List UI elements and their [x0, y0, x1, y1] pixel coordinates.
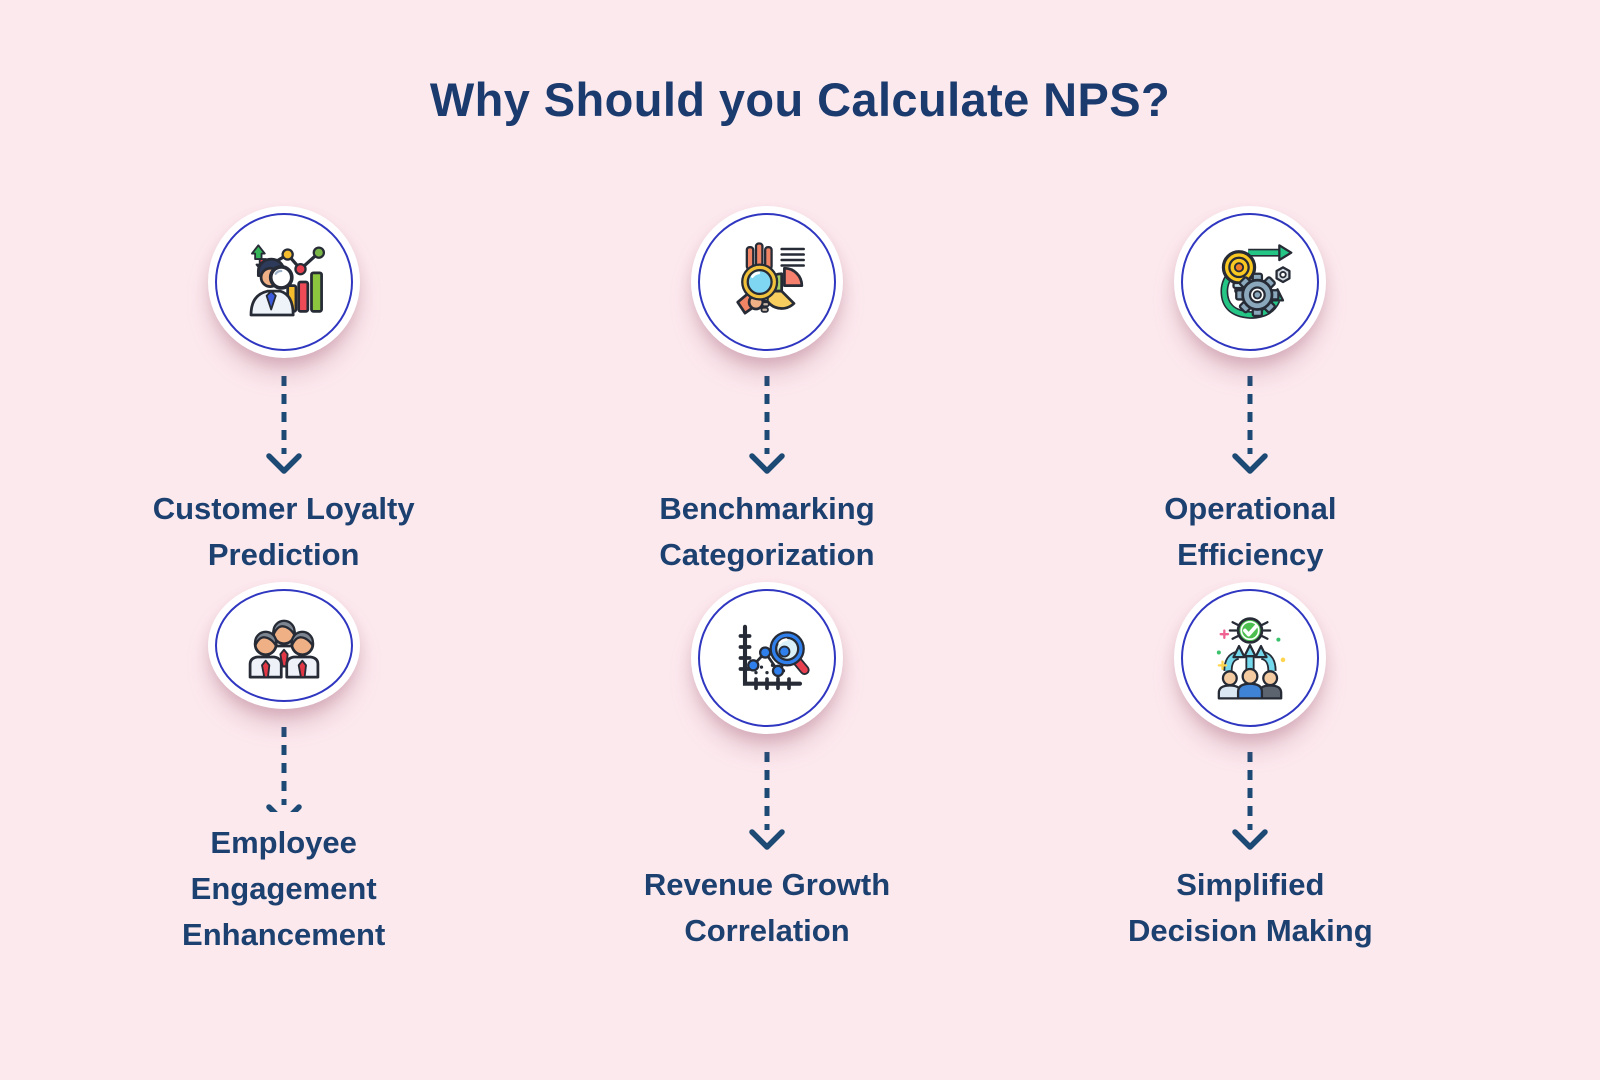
- benefit-label: Customer Loyalty Prediction: [152, 491, 415, 573]
- icon-badge: [1174, 582, 1327, 735]
- benefit-cell-benchmarking: Benchmarking Categorization: [525, 206, 1008, 582]
- icon-badge: [690, 206, 843, 359]
- dashed-down-arrow: [749, 752, 785, 851]
- dashed-down-arrow: [265, 727, 302, 813]
- pie-chart-magnifier-icon: [736, 242, 805, 315]
- benefit-label: Simplified Decision Making: [1128, 867, 1373, 949]
- growth-chart-magnifier-icon: [738, 625, 810, 691]
- benefit-label: Revenue Growth Correlation: [643, 867, 891, 949]
- page-title: Why Should you Calculate NPS?: [429, 73, 1171, 126]
- team-group-icon: [248, 619, 319, 679]
- benefits-grid: Customer Loyalty Prediction: [42, 206, 1492, 958]
- gear-lightbulb-cycle-icon: [1220, 244, 1293, 320]
- icon-badge: [207, 206, 360, 359]
- dashed-down-arrow: [1232, 752, 1269, 851]
- benefit-label: Operational Efficiency: [1164, 491, 1337, 573]
- benefit-cell-operational-efficiency: Operational Efficiency: [1009, 206, 1492, 582]
- dashed-down-arrow: [1232, 376, 1269, 475]
- icon-badge: [690, 582, 843, 735]
- icon-badge: [1174, 206, 1327, 359]
- team-decision-check-icon: [1217, 617, 1286, 700]
- benefit-cell-customer-loyalty: Customer Loyalty Prediction: [42, 206, 525, 582]
- dashed-down-arrow: [749, 376, 785, 475]
- benefit-cell-employee-engagement: Employee Engagement Enhancement: [42, 582, 525, 958]
- icon-badge: [207, 582, 360, 710]
- benefit-label: Benchmarking Categorization: [659, 491, 875, 573]
- benefit-label: Employee Engagement Enhancement: [182, 825, 386, 953]
- analyst-magnifier-chart-icon: [249, 244, 325, 317]
- benefit-cell-revenue-growth: Revenue Growth Correlation: [525, 582, 1008, 958]
- dashed-down-arrow: [265, 376, 302, 475]
- benefit-cell-simplified-decision: Simplified Decision Making: [1009, 582, 1492, 958]
